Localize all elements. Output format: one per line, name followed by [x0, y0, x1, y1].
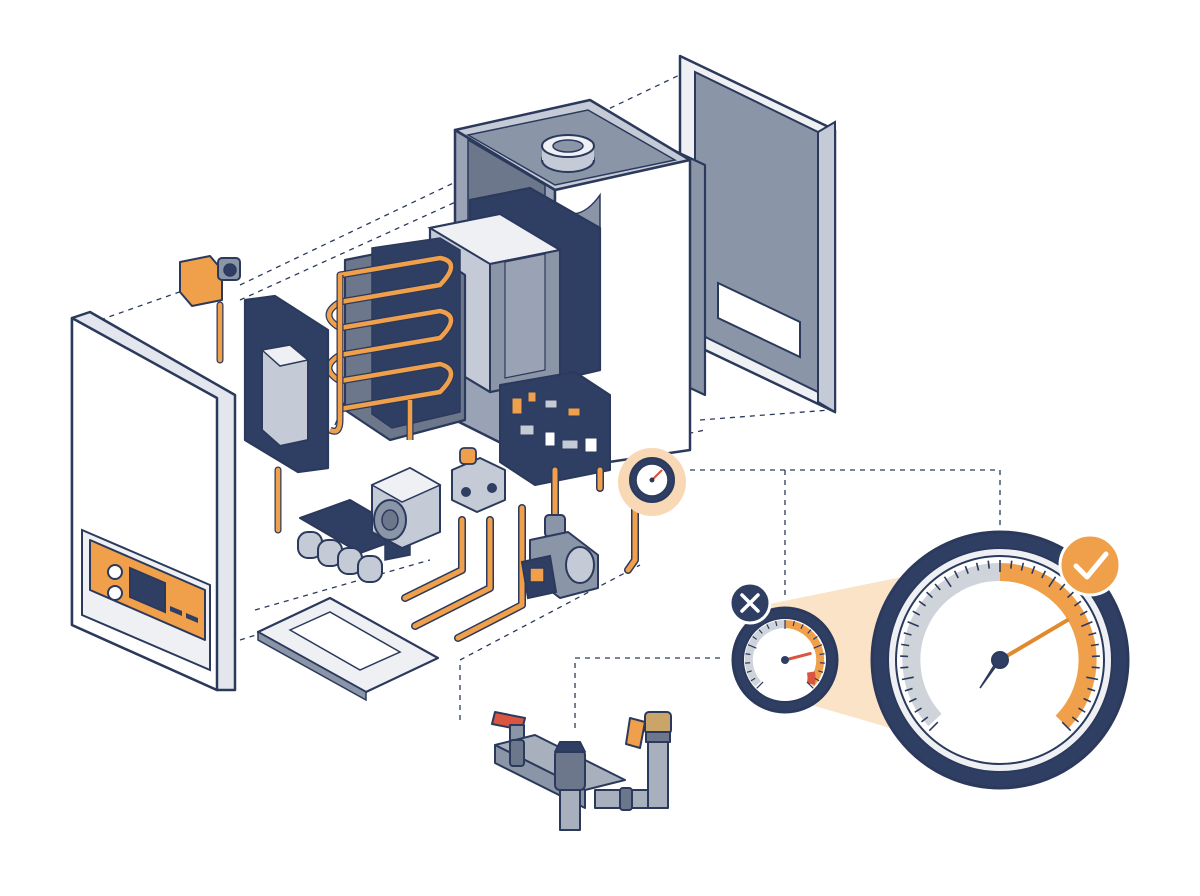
heat-exchanger — [325, 237, 467, 442]
gauge-tick — [1041, 570, 1047, 579]
gauge-tick — [1088, 632, 1097, 636]
gauge-tick — [918, 600, 927, 607]
gauge-tick — [964, 565, 969, 574]
gauge-tick — [806, 681, 814, 689]
large-gauge — [870, 530, 1130, 790]
gauge-tick — [900, 666, 909, 669]
gauge-tick — [907, 620, 920, 628]
gauge-tick — [901, 643, 910, 647]
gauge-tick — [1067, 591, 1074, 599]
gauge-tick — [934, 583, 941, 591]
gauge-tick — [752, 636, 758, 640]
small-gauge — [731, 606, 839, 714]
filling-loop — [491, 711, 672, 831]
gauge-tick — [1090, 643, 1099, 647]
gauge-tick — [813, 644, 823, 649]
gas-valve — [451, 447, 506, 513]
gauge-tick — [903, 632, 912, 636]
cross-icon — [728, 581, 772, 625]
bottom-cover — [256, 596, 440, 702]
control-panel — [89, 539, 206, 641]
gauge-tick — [904, 687, 913, 692]
gauge-tick — [975, 562, 980, 571]
gauge-tick — [928, 721, 939, 732]
gauge-tick — [926, 591, 933, 599]
gauge-tick — [920, 716, 929, 723]
temperature-sensor — [179, 255, 241, 364]
check-icon — [1058, 533, 1122, 597]
gauge-tick — [766, 624, 770, 630]
gauge-tick — [745, 653, 751, 656]
gauge-tick — [987, 560, 990, 569]
gauge-tick — [756, 681, 764, 689]
copper-pipes — [401, 466, 639, 642]
back-plate — [678, 54, 837, 414]
gauge-tick — [746, 670, 752, 673]
gauge-tick — [818, 670, 824, 673]
gauge-tick — [943, 576, 952, 588]
gauge-tick — [1059, 583, 1066, 591]
pump — [520, 514, 599, 600]
gauge-tick — [775, 620, 778, 627]
combustion-chamber — [427, 186, 602, 394]
control-button-bottom — [107, 585, 123, 601]
gauge-tick — [1079, 610, 1088, 616]
gauge-tick — [901, 676, 914, 681]
gauge-tick — [1086, 676, 1099, 681]
burner — [297, 499, 411, 583]
gauge-tick — [747, 644, 757, 649]
gauge-tick — [758, 629, 763, 634]
gauge-tick — [1087, 687, 1096, 692]
gauge-tick — [1078, 707, 1086, 713]
control-button-top — [107, 564, 123, 580]
gauge-tick — [1048, 576, 1057, 588]
gauge-tick — [807, 629, 812, 634]
gauge-tick — [1071, 716, 1080, 723]
gauge-tick — [953, 570, 959, 579]
gauge-tick — [1083, 697, 1092, 703]
gauge-tick — [792, 620, 795, 627]
gauge-tick — [1020, 562, 1025, 571]
control-display — [129, 566, 166, 614]
gauge-tick — [1061, 721, 1072, 732]
gauge-tick — [914, 707, 922, 713]
gauge-tick — [1073, 600, 1082, 607]
pcb — [499, 371, 611, 486]
expansion-vessel — [243, 294, 330, 534]
gauge-tick — [1091, 666, 1100, 669]
fan — [370, 467, 442, 549]
gauge-tick — [1010, 560, 1013, 569]
gauge-tick — [814, 677, 820, 682]
gauge-tick — [819, 653, 825, 656]
gauge-tick — [908, 697, 917, 703]
gauge-tick — [1080, 620, 1093, 628]
gauge-tick — [750, 677, 756, 682]
gauge-tick — [1031, 565, 1036, 574]
gauge-tick — [912, 610, 921, 616]
gauge-tick — [812, 636, 818, 640]
gauge-tick — [800, 624, 804, 630]
front-cover — [70, 310, 237, 692]
pressure-gauge — [618, 448, 686, 516]
